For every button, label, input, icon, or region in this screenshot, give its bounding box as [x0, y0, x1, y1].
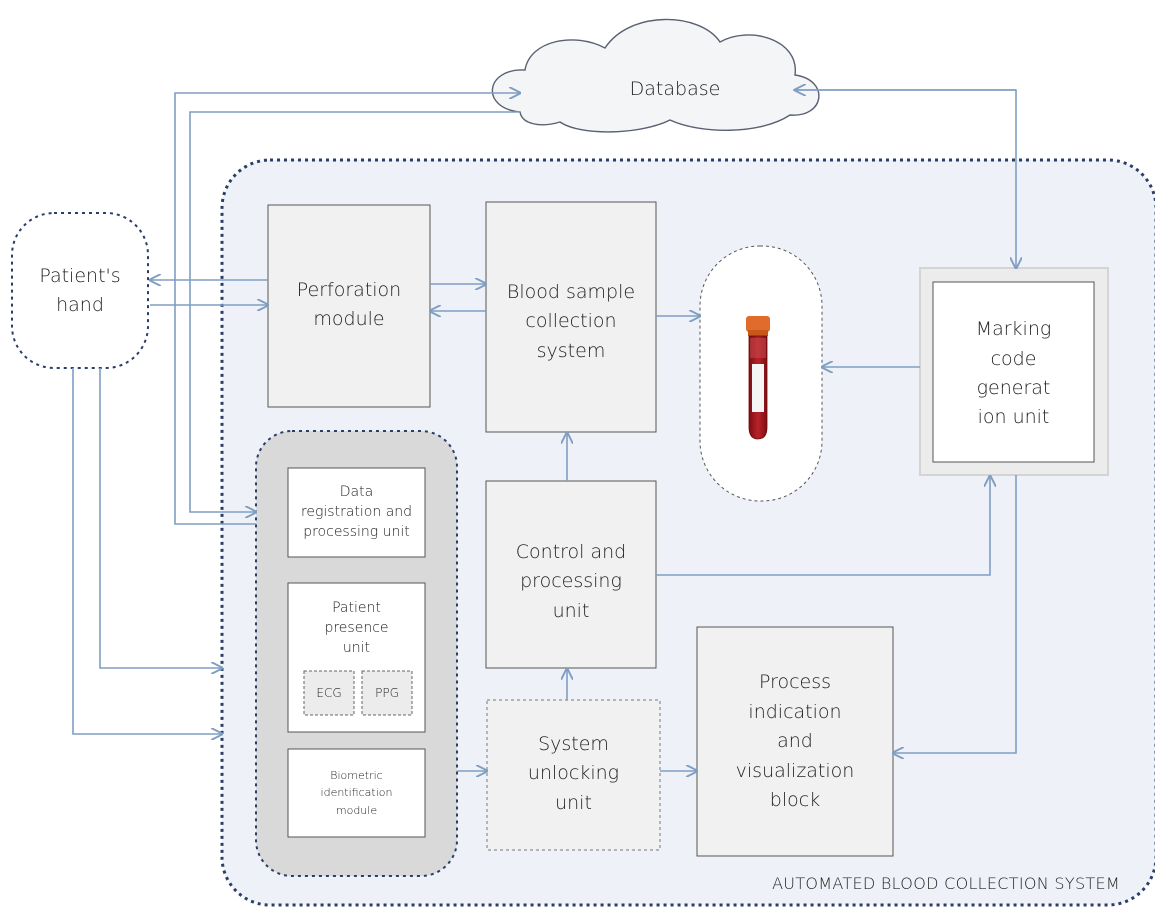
- blood-sample-box: [485, 201, 657, 433]
- process-indication-box: [696, 626, 894, 857]
- connectors: [72, 90, 1017, 771]
- arrow-hand-to-presence: [99, 368, 222, 668]
- arrow-hand-to-biometric: [72, 368, 222, 734]
- biometric-box: [287, 748, 426, 838]
- arrow-database-to-registration: [189, 111, 520, 512]
- system-unlocking-box: [486, 699, 661, 851]
- ppg-box: [361, 670, 413, 716]
- cloud-icon: [491, 18, 820, 133]
- control-processing-box: [485, 480, 657, 669]
- arrow-marking-to-process: [893, 475, 1017, 753]
- blood-tube-icon: [746, 316, 770, 440]
- perforation-module-box: [267, 204, 431, 408]
- marking-code-box: [932, 281, 1095, 463]
- arrow-registration-to-database: [174, 93, 520, 525]
- arrow-control-to-marking: [656, 476, 990, 576]
- data-registration-box: [287, 467, 426, 558]
- ecg-box: [303, 670, 355, 716]
- patient-hand-node: [11, 212, 149, 369]
